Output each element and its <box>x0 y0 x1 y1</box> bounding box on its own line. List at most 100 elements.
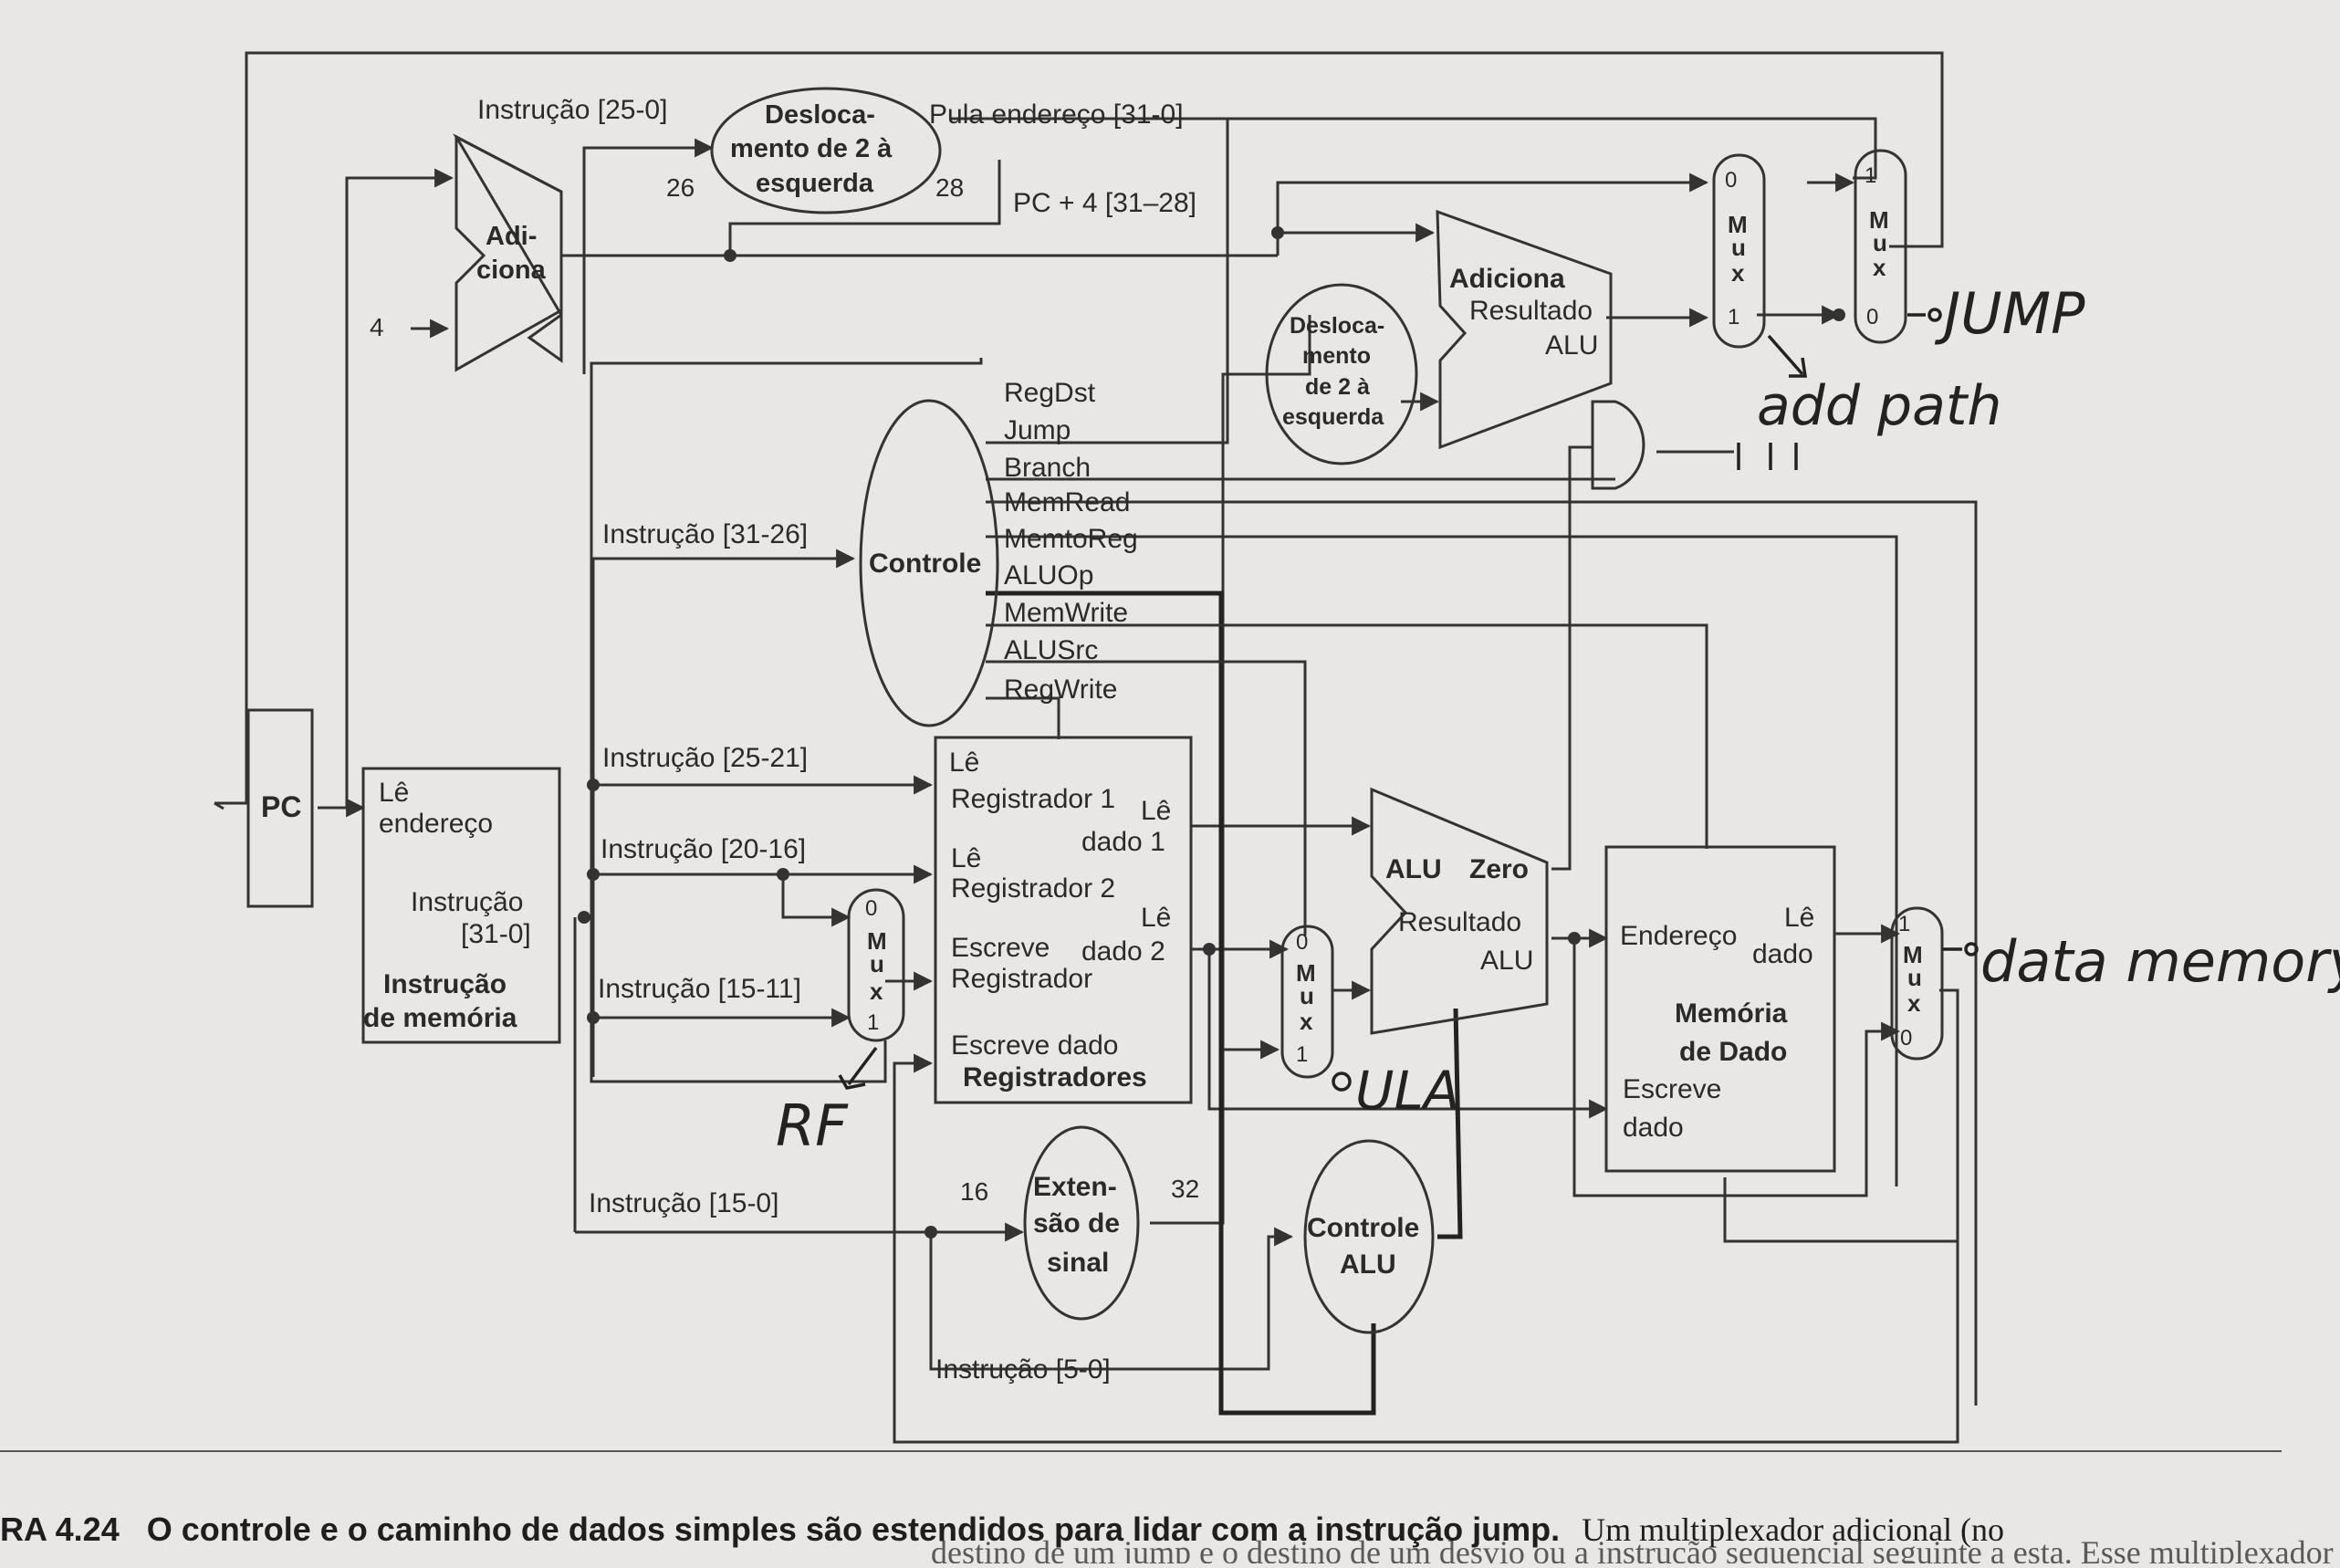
shift-jump-in-bits: 26 <box>666 173 695 202</box>
reg-data2-a: Lê <box>1141 903 1171 933</box>
reg-data1-b: dado 1 <box>1081 827 1165 857</box>
mux-regdst-x: x <box>870 977 883 1005</box>
reg-data1-a: Lê <box>1141 796 1171 826</box>
handwriting-rf: RF <box>776 1092 849 1159</box>
handwriting-ula: ULA <box>1355 1060 1459 1122</box>
alu-result: Resultado <box>1398 907 1521 937</box>
handwriting-data-memory: data memory <box>1980 928 2340 995</box>
dmem-write-a: Escreve <box>1623 1074 1721 1104</box>
signal-memread: MemRead <box>1004 487 1130 517</box>
mux-branch-0: 0 <box>1725 168 1737 193</box>
pc-adder-label-1: Adi- <box>486 222 537 251</box>
sign-ext-out: 32 <box>1171 1175 1199 1203</box>
dmem-write-b: dado <box>1623 1113 1684 1143</box>
instruction-memory <box>361 767 561 1044</box>
reg-read1-a: Lê <box>949 747 979 778</box>
imem-instr-1: Instrução <box>411 887 523 917</box>
reg-data2-b: dado 2 <box>1081 936 1165 967</box>
register-file <box>934 736 1193 1104</box>
dmem-name-2: de Dado <box>1679 1037 1787 1067</box>
branch-adder-2: Resultado <box>1469 296 1593 326</box>
alu-alu: ALU <box>1480 946 1533 976</box>
mux-regdst-0: 0 <box>865 896 877 921</box>
alu-name: ALU <box>1385 854 1442 884</box>
mux-jump-1: 1 <box>1865 163 1876 188</box>
figure-caption: RA 4.24 O controle e o caminho de dados … <box>0 1511 2004 1548</box>
alu-control <box>1303 1139 1435 1334</box>
label-pc-plus-4: PC + 4 [31–28] <box>1013 188 1196 218</box>
mux-memtoreg-u: u <box>1907 964 1922 991</box>
data-memory <box>1604 845 1836 1173</box>
shift-branch-3: de 2 à <box>1305 374 1370 400</box>
mux-memtoreg-m: M <box>1903 941 1923 968</box>
imem-read-addr-1: Lê <box>379 778 409 808</box>
branch-adder-1: Adiciona <box>1449 264 1565 294</box>
shift-branch-4: esquerda <box>1282 404 1384 430</box>
reg-write-b: Registrador <box>951 964 1092 994</box>
pc-label: PC <box>261 790 301 823</box>
signal-jump: Jump <box>1004 415 1071 445</box>
mux-branch-m: M <box>1728 211 1748 238</box>
mux-jump-0: 0 <box>1866 305 1878 329</box>
reg-read2-b: Registrador 2 <box>951 873 1115 904</box>
junction-dots <box>578 226 1845 1239</box>
sign-extend <box>1023 1125 1140 1321</box>
pc-register <box>246 708 314 908</box>
signal-memtoreg: MemtoReg <box>1004 524 1138 554</box>
label-instr-25-0: Instrução [25-0] <box>477 95 667 125</box>
imem-instr-2: [31-0] <box>461 919 531 949</box>
alu-control-1: Controle <box>1307 1213 1419 1243</box>
signal-memwrite: MemWrite <box>1004 598 1128 628</box>
sign-ext-1: Exten- <box>1033 1172 1117 1202</box>
mux-memtoreg-1: 1 <box>1898 912 1910 936</box>
shift-branch-2: mento <box>1302 343 1371 369</box>
mux-alusrc-m: M <box>1296 959 1316 987</box>
mux-alusrc-u: u <box>1300 982 1314 1009</box>
label-instr-31-26: Instrução [31-26] <box>602 519 808 549</box>
shift-left-jump <box>710 87 942 214</box>
mux-branch <box>1712 153 1766 349</box>
reg-read1-b: Registrador 1 <box>951 784 1115 814</box>
imem-name-1: Instrução <box>383 969 507 999</box>
mux-regdst-u: u <box>870 950 884 977</box>
branch-adder-3: ALU <box>1545 330 1598 361</box>
handwriting-jump: JUMP <box>1934 280 2085 347</box>
alu-zero: Zero <box>1469 854 1529 884</box>
shift-jump-out-bits: 28 <box>935 173 964 202</box>
mux-jump <box>1854 149 1907 344</box>
dmem-read-b: dado <box>1752 939 1813 969</box>
signal-branch: Branch <box>1004 453 1091 483</box>
sign-ext-in: 16 <box>960 1177 988 1206</box>
reg-write-data: Escreve dado <box>951 1030 1118 1061</box>
control-label: Controle <box>869 549 981 579</box>
label-instr-20-16: Instrução [20-16] <box>601 834 806 864</box>
control-signals: RegDst Jump Branch MemRead MemtoReg ALUO… <box>1004 378 1138 705</box>
shift-left-branch <box>1265 283 1418 465</box>
mux-branch-u: u <box>1731 234 1746 261</box>
signal-alusrc: ALUSrc <box>1004 635 1098 665</box>
sign-ext-3: sinal <box>1047 1248 1109 1278</box>
mux-jump-u: u <box>1873 229 1887 256</box>
caption-text: Um multiplexador adicional (no <box>1582 1511 2004 1548</box>
dmem-read-a: Lê <box>1784 903 1814 933</box>
mux-alusrc-1: 1 <box>1296 1042 1308 1067</box>
pc-adder-const-four: 4 <box>370 313 384 341</box>
handwriting-add-path: add path <box>1757 374 2001 438</box>
mux-memtoreg <box>1890 906 1944 1061</box>
signal-regdst: RegDst <box>1004 378 1096 408</box>
label-jump-address: Pula endereço [31-0] <box>929 99 1184 130</box>
reg-read2-a: Lê <box>951 843 981 873</box>
alu-control-2: ALU <box>1340 1249 1396 1280</box>
mux-jump-x: x <box>1873 254 1886 281</box>
pc-adder <box>454 134 563 372</box>
pc-adder-label-2: ciona <box>476 256 547 285</box>
alu <box>1370 787 1549 1035</box>
caption-line-2: destino de um jump e o destino de um des… <box>931 1534 2340 1563</box>
caption-bold: O controle e o caminho de dados simples … <box>147 1511 1560 1548</box>
shift-jump-label-2: mento de 2 à <box>730 134 893 163</box>
imem-name-2: de memória <box>363 1003 517 1033</box>
caption-number: RA 4.24 <box>0 1511 120 1548</box>
and-gate <box>1591 400 1645 490</box>
